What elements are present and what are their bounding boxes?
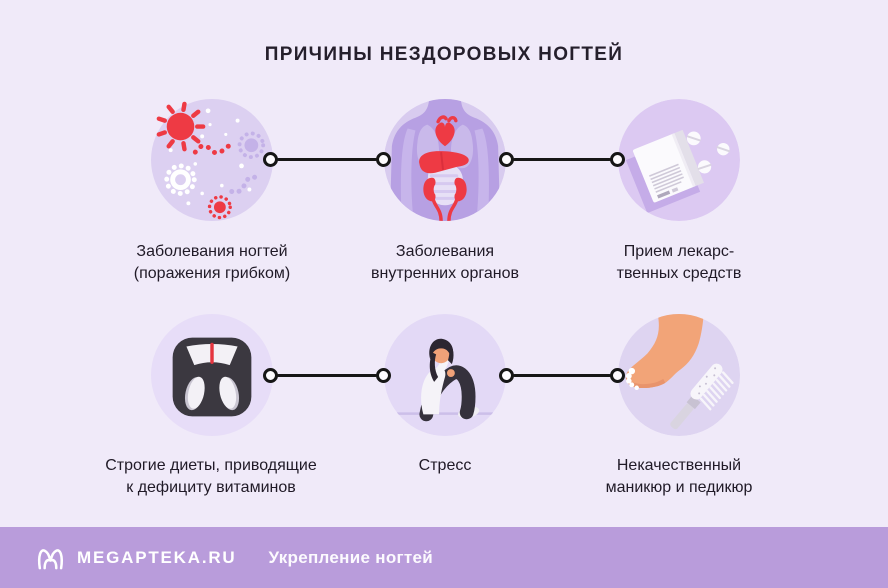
connector-dot [263, 151, 278, 167]
cause-circle-fungus [151, 99, 273, 221]
cause-circle-medicine [618, 99, 740, 221]
connector-dot [263, 367, 278, 383]
cause-label-medicine: Прием лекарс- твенных средств [616, 243, 742, 282]
cause-label-diet: Строгие диеты, приводящие к дефициту вит… [105, 457, 317, 496]
connector-segment [277, 373, 377, 377]
medicine-box-pills-icon [618, 99, 740, 221]
cause-circle-diet [151, 314, 273, 436]
connector-segment [513, 373, 611, 377]
connector-dot [376, 151, 391, 167]
cause-label-stress: Стресс [418, 457, 472, 474]
connector-segment [513, 157, 611, 161]
footer-bar: MEGAPTEKA.RU Укрепление ногтей [0, 527, 888, 588]
connector-dot [610, 367, 625, 383]
foot-pedicure-brush-icon [618, 314, 740, 436]
connector-dot [610, 151, 625, 167]
cause-label-fungus: Заболевания ногтей (поражения грибком) [133, 243, 291, 282]
connector-dot [499, 151, 514, 167]
connector-dot [376, 367, 391, 383]
connector-dot [499, 367, 514, 383]
cause-circle-organs [384, 99, 506, 221]
megapteka-logo-icon [37, 549, 63, 570]
footer-tagline: Укрепление ногтей [268, 547, 434, 567]
connector-segment [277, 157, 377, 161]
internal-organs-icon [384, 99, 506, 221]
weight-scale-icon [151, 314, 273, 436]
cause-circle-stress [384, 314, 506, 436]
cause-circle-pedicure [618, 314, 740, 436]
stressed-person-icon [384, 314, 506, 436]
cause-label-pedicure: Некачественный маникюр и педикюр [605, 457, 753, 496]
fungus-germs-icon [151, 99, 273, 221]
page-title: ПРИЧИНЫ НЕЗДОРОВЫХ НОГТЕЙ [264, 44, 624, 65]
cause-label-organs: Заболевания внутренних органов [371, 243, 519, 282]
brand-name: MEGAPTEKA.RU [77, 547, 237, 567]
